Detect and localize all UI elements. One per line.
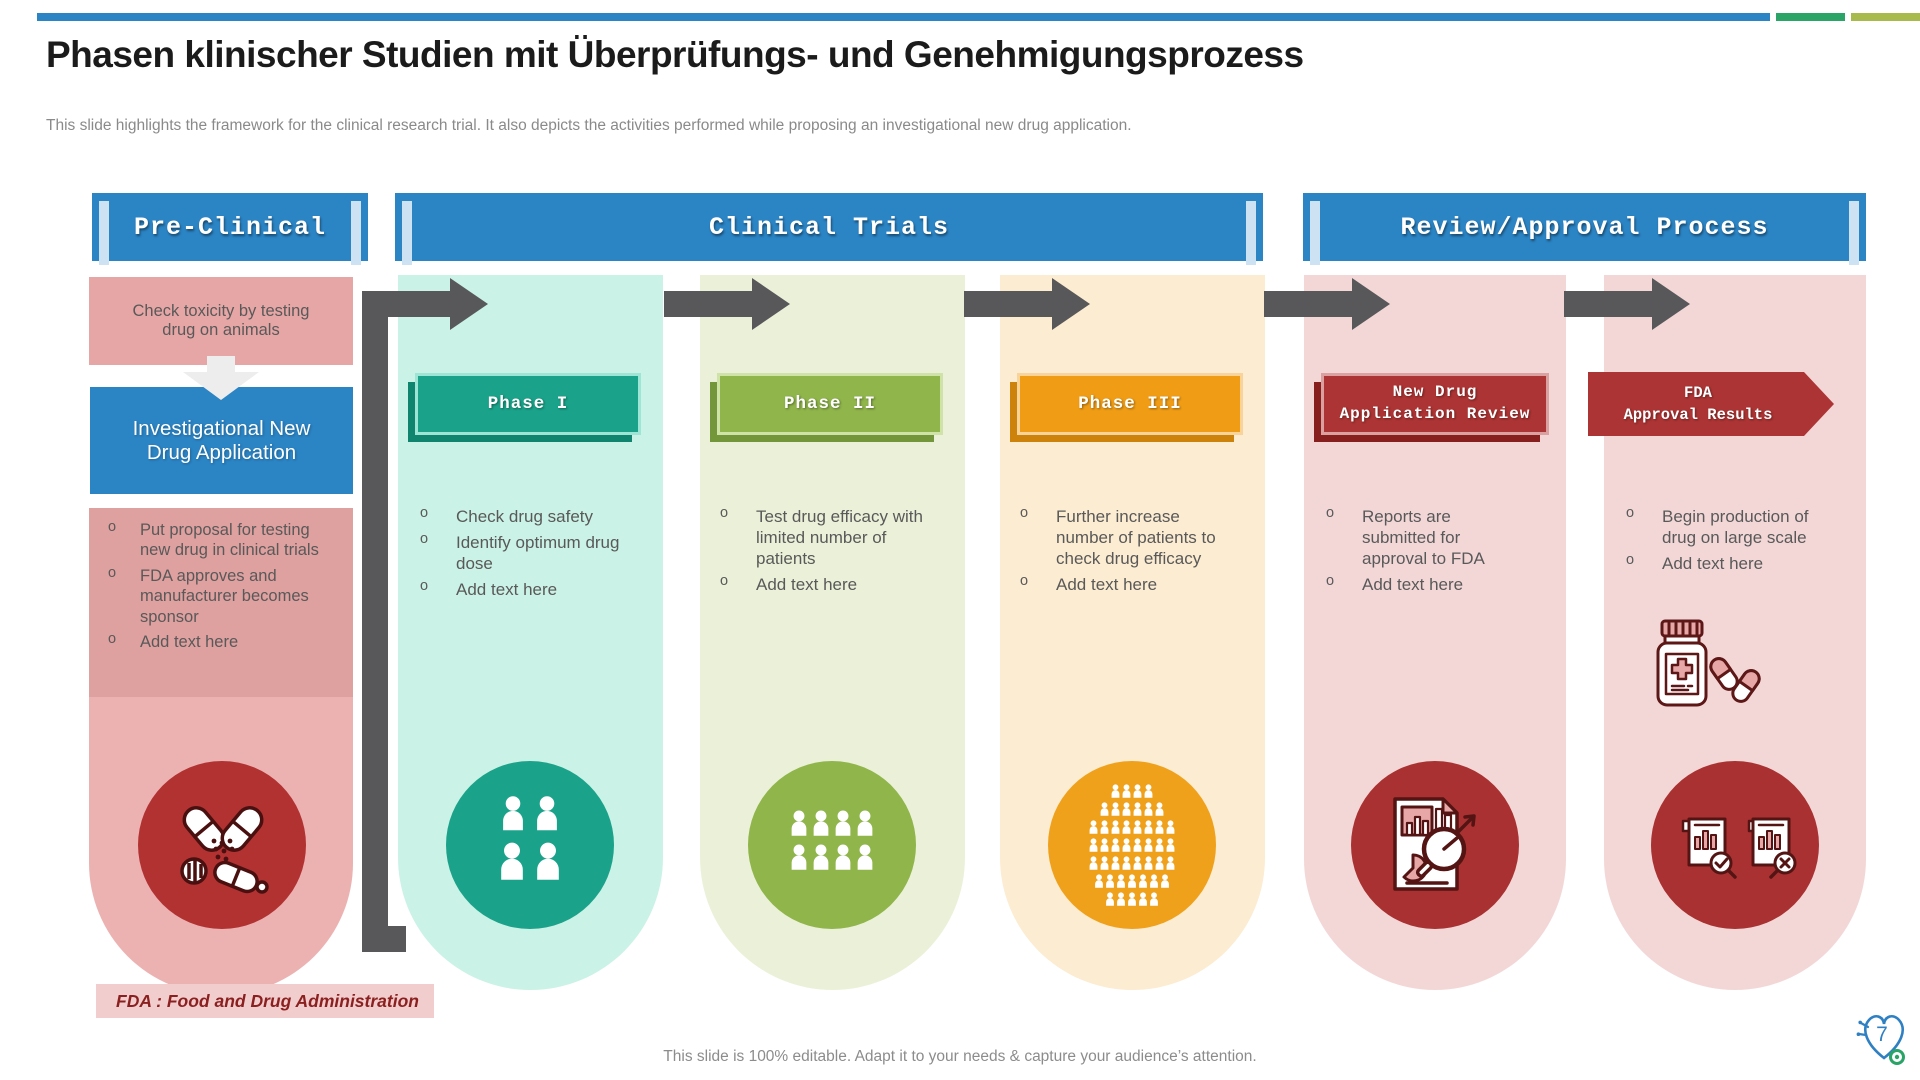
phase3-tag: Phase III <box>1017 373 1243 435</box>
phase1-label: Phase I <box>487 394 569 414</box>
down-arrow-icon <box>207 356 235 372</box>
phase1-circle <box>446 761 614 929</box>
section-header-label: Review/Approval Process <box>1400 212 1769 242</box>
section-header-clinical-trials: Clinical Trials <box>395 193 1263 265</box>
fda-results-ribbon: FDA Approval Results <box>1588 372 1834 436</box>
header-edge-accent <box>1849 201 1859 265</box>
nda-review-label: New Drug Application Review <box>1339 383 1531 423</box>
bullet-item: Identify optimum drug dose <box>412 531 634 574</box>
preclinical-bullet-list: Put proposal for testing new drug in cli… <box>100 519 340 658</box>
header-edge-accent <box>402 201 412 265</box>
bullet-item: Further increase number of patients to c… <box>1012 505 1218 569</box>
fda-footnote: FDA : Food and Drug Administration <box>96 984 434 1018</box>
flow-arrow-icon <box>1564 278 1690 330</box>
toxicity-note-text: Check toxicity by testing drug on animal… <box>132 302 310 339</box>
phase2-bullet-list: Test drug efficacy with limited number o… <box>712 505 924 600</box>
inda-label: Investigational New Drug Application <box>132 416 311 464</box>
medicine-bottle-icon <box>1652 618 1764 723</box>
top-accent-blue <box>37 13 1770 21</box>
nda-review-circle <box>1351 761 1519 929</box>
phase1-bullet-list: Check drug safety Identify optimum drug … <box>412 505 634 605</box>
bullet-item: Add text here <box>1318 573 1504 595</box>
bullet-item: Begin production of drug on large scale <box>1618 505 1832 548</box>
preclinical-circle <box>138 761 306 929</box>
bullet-item: Check drug safety <box>412 505 634 527</box>
nda-review-tag: New Drug Application Review <box>1321 373 1549 435</box>
inda-box: Investigational New Drug Application <box>90 387 353 494</box>
flow-arrow-icon <box>664 278 790 330</box>
page-title: Phasen klinischer Studien mit Überprüfun… <box>46 34 1304 75</box>
bullet-item: Add text here <box>1012 573 1218 595</box>
section-header-label: Clinical Trials <box>708 212 950 242</box>
bullet-item: Add text here <box>1618 552 1832 574</box>
down-arrow-icon <box>183 372 259 400</box>
header-edge-accent <box>1310 201 1320 265</box>
bullet-item: FDA approves and manufacturer becomes sp… <box>100 565 340 627</box>
page-number: 7 <box>1876 1023 1888 1046</box>
bullet-item: Test drug efficacy with limited number o… <box>712 505 924 569</box>
report-review-icon <box>1393 797 1476 891</box>
patients-pair-icon <box>501 796 559 880</box>
nda-review-bullet-list: Reports are submitted for approval to FD… <box>1318 505 1504 600</box>
approval-results-icon <box>1681 817 1797 879</box>
top-accent-olive <box>1851 13 1920 21</box>
bullet-item: Add text here <box>712 573 924 595</box>
phase2-label: Phase II <box>783 394 876 414</box>
page-number-bubble: 7 <box>1854 1004 1916 1077</box>
header-edge-accent <box>99 201 109 265</box>
phase3-label: Phase III <box>1078 394 1182 414</box>
fda-results-circle <box>1651 761 1819 929</box>
loop-connector-vertical <box>362 300 388 952</box>
bullet-item: Add text here <box>412 578 634 600</box>
section-header-preclinical: Pre-Clinical <box>92 193 368 265</box>
bullet-item: Add text here <box>100 631 340 652</box>
toxicity-note-box: Check toxicity by testing drug on animal… <box>89 277 353 365</box>
flow-arrow-icon <box>964 278 1090 330</box>
fda-results-label-line1: FDA <box>1684 383 1712 402</box>
flow-arrow-icon <box>362 278 488 330</box>
crossed-pills-icon <box>180 806 269 894</box>
flow-arrow-icon <box>1264 278 1390 330</box>
fda-footnote-text: FDA : Food and Drug Administration <box>116 990 419 1011</box>
page-subtitle: This slide highlights the framework for … <box>46 117 1132 134</box>
section-header-label: Pre-Clinical <box>133 212 327 242</box>
phase2-circle <box>748 761 916 929</box>
patients-crowd-icon <box>1089 784 1175 906</box>
header-edge-accent <box>1246 201 1256 265</box>
bullet-item: Put proposal for testing new drug in cli… <box>100 519 340 561</box>
phase3-bullet-list: Further increase number of patients to c… <box>1012 505 1218 600</box>
bullet-item: Reports are submitted for approval to FD… <box>1318 505 1504 569</box>
phase2-tag: Phase II <box>717 373 943 435</box>
patients-group-icon <box>791 810 873 870</box>
fda-results-bullet-list: Begin production of drug on large scale … <box>1618 505 1832 579</box>
section-header-review-approval: Review/Approval Process <box>1303 193 1866 265</box>
phase3-circle <box>1048 761 1216 929</box>
loop-connector-elbow <box>362 926 406 952</box>
fda-results-label-line2: Approval Results <box>1623 406 1773 424</box>
footer-note: This slide is 100% editable. Adapt it to… <box>663 1048 1257 1065</box>
top-accent-green <box>1776 13 1845 21</box>
stethoscope-heart-icon: 7 <box>1856 1015 1905 1065</box>
phase1-tag: Phase I <box>415 373 641 435</box>
header-edge-accent <box>351 201 361 265</box>
